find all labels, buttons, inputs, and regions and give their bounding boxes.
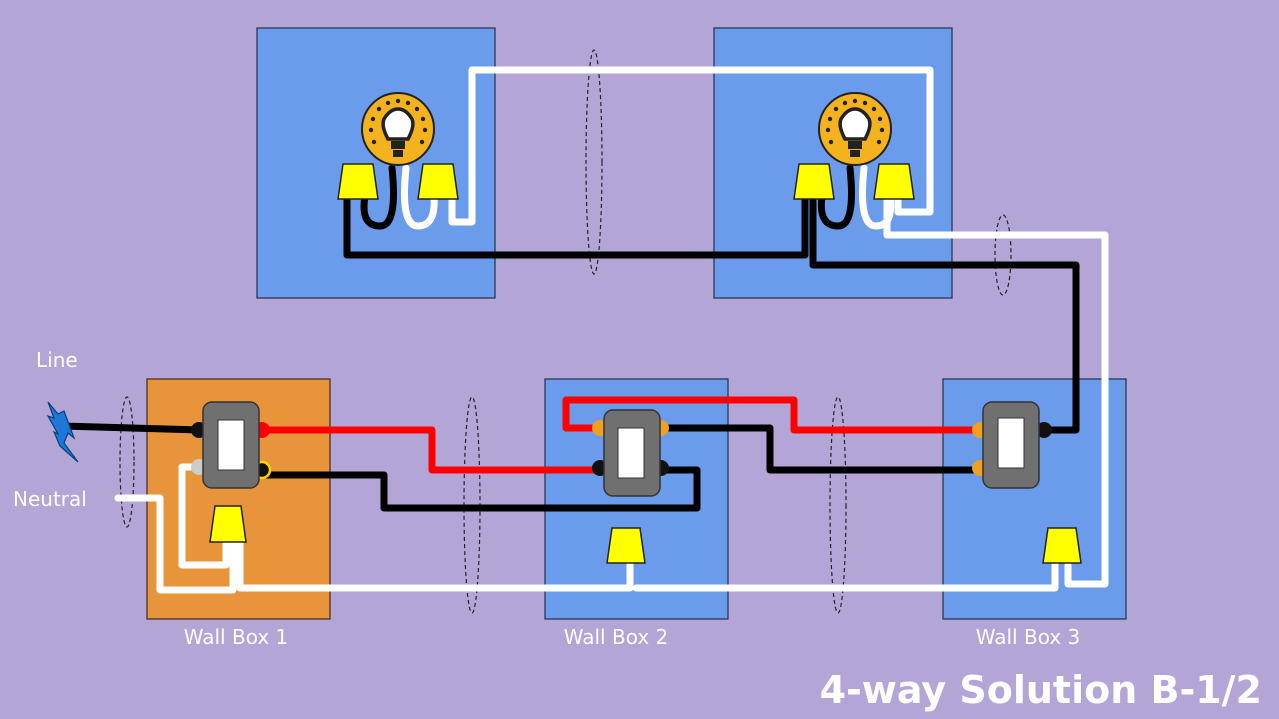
bulb-pigtails: [360, 164, 895, 230]
neutral-wire-feed: [114, 494, 237, 594]
neutral-wire-to-box3: [632, 556, 1059, 592]
bulb2-pigtail-white: [859, 164, 895, 230]
diagram-title: 4-way Solution B-1/2: [820, 668, 1262, 712]
wire-nut-box3: [1042, 527, 1082, 564]
switch-leg-black: [262, 466, 701, 512]
lightning-icon: [46, 401, 79, 463]
wire-nut-box2: [606, 527, 646, 564]
cable-bundle-box2-box3: [829, 396, 847, 614]
bulb-1-icon: [361, 92, 435, 166]
line-label: Line: [36, 348, 78, 372]
cable-bundle-line: [119, 396, 135, 528]
traveler-red-2: [562, 396, 984, 434]
neutral-wire-switch1: [178, 463, 230, 569]
wire-nut-box1: [209, 505, 247, 543]
wire-nut-bulb2-left: [793, 163, 835, 200]
bulb2-pigtail-black: [817, 164, 855, 230]
bulb-2-icon: [818, 92, 892, 166]
bulb1-pigtail-black: [360, 164, 397, 230]
neutral-label: Neutral: [13, 487, 87, 511]
neutral-wire-main: [236, 536, 634, 592]
wire-nut-bulb2-right: [873, 163, 915, 200]
switch3-terminal-black: [1036, 422, 1052, 438]
wall-box-2-label: Wall Box 2: [564, 625, 668, 649]
neutral-wire-riser: [883, 192, 1109, 588]
neutral-wire-lights: [448, 66, 934, 226]
bulb1-pigtail-white: [401, 164, 438, 230]
traveler-wires: [262, 396, 984, 474]
switch-3: [972, 401, 1052, 489]
wire-nut-bulb1-left: [337, 163, 379, 200]
wall-box-3-label: Wall Box 3: [976, 625, 1080, 649]
cable-bundle-top: [585, 49, 603, 275]
line-wire: [58, 422, 204, 434]
hot-wires: [58, 192, 1080, 512]
neutral-wires: [114, 66, 1109, 594]
wire-nut-bulb1-right: [417, 163, 459, 200]
wire-nuts: [209, 163, 1082, 564]
wall-box-1-label: Wall Box 1: [184, 625, 288, 649]
traveler-red-1: [262, 426, 604, 474]
cable-bundle-right: [994, 214, 1012, 296]
switch-2: [592, 409, 669, 497]
switched-hot-up: [809, 192, 1080, 434]
switch-1: [191, 401, 272, 489]
traveler-black: [656, 424, 984, 474]
light-link-black: [343, 192, 809, 259]
